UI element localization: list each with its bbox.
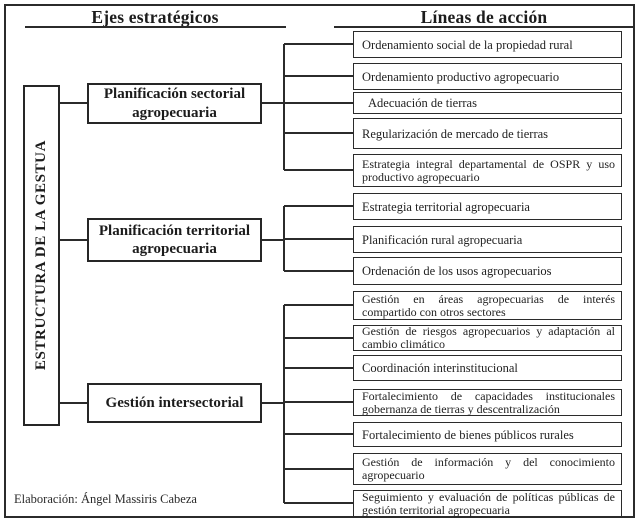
linea-label: Adecuación de tierras bbox=[368, 96, 477, 110]
column-header-lineas: Líneas de acción bbox=[420, 7, 548, 27]
linea-box: Planificación rural agropecuaria bbox=[353, 226, 622, 253]
linea-box: Gestión de riesgos agropecuarios y adapt… bbox=[353, 325, 622, 351]
linea-box: Fortalecimiento de bienes públicos rural… bbox=[353, 422, 622, 447]
linea-box: Ordenación de los usos agropecuarios bbox=[353, 257, 622, 285]
linea-label: Gestión de riesgos agropecuarios y adapt… bbox=[362, 324, 615, 351]
linea-label: Ordenamiento social de la propiedad rura… bbox=[362, 37, 573, 52]
linea-label: Gestión en áreas agropecuarias de interé… bbox=[362, 291, 615, 319]
linea-label: Gestión de información y del conocimient… bbox=[362, 455, 615, 482]
eje-box-planificacion-territorial: Planificación territorial agropecuaria bbox=[87, 218, 262, 262]
linea-box: Estrategia territorial agropecuaria bbox=[353, 193, 622, 220]
linea-box: Adecuación de tierras bbox=[353, 92, 622, 114]
column-header-ejes: Ejes estratégicos bbox=[91, 7, 219, 27]
linea-label: Coordinación interinstitucional bbox=[362, 361, 518, 375]
linea-box: Gestión de información y del conocimient… bbox=[353, 453, 622, 485]
header-underline-lineas bbox=[334, 26, 633, 28]
linea-box: Fortalecimiento de capacidades instituci… bbox=[353, 389, 622, 416]
linea-box: Seguimiento y evaluación de políticas pú… bbox=[353, 490, 622, 517]
linea-box: Coordinación interinstitucional bbox=[353, 355, 622, 381]
eje-box-planificacion-sectorial: Planificación sectorial agropecuaria bbox=[87, 83, 262, 124]
header-underline-ejes bbox=[25, 26, 286, 28]
linea-label: Fortalecimiento de capacidades instituci… bbox=[362, 388, 615, 416]
linea-label: Estrategia territorial agropecuaria bbox=[362, 199, 530, 214]
linea-box: Estrategia integral departamental de OSP… bbox=[353, 154, 622, 187]
credit-caption: Elaboración: Ángel Massiris Cabeza bbox=[14, 492, 197, 506]
eje-label: Planificación sectorial agropecuaria bbox=[103, 86, 246, 121]
linea-label: Ordenación de los usos agropecuarios bbox=[362, 264, 552, 278]
eje-label: Gestión intersectorial bbox=[105, 394, 244, 411]
eje-box-gestion-intersectorial: Gestión intersectorial bbox=[87, 383, 262, 423]
linea-label: Regularización de mercado de tierras bbox=[362, 126, 549, 141]
linea-label: Ordenamiento productivo agropecuario bbox=[362, 69, 560, 84]
root-label: ESTRUCTURA DE LA GESTUA bbox=[33, 140, 49, 371]
linea-box: Ordenamiento social de la propiedad rura… bbox=[353, 31, 622, 58]
linea-box: Ordenamiento productivo agropecuario bbox=[353, 63, 622, 90]
linea-label: Planificación rural agropecuaria bbox=[362, 232, 523, 247]
linea-box: Regularización de mercado de tierras bbox=[353, 118, 622, 149]
eje-label: Planificación territorial agropecuaria bbox=[98, 222, 251, 257]
root-box: ESTRUCTURA DE LA GESTUA bbox=[23, 85, 60, 426]
linea-label: Fortalecimiento de bienes públicos rural… bbox=[362, 427, 574, 442]
linea-label: Estrategia integral departamental de OSP… bbox=[362, 156, 615, 184]
linea-label: Seguimiento y evaluación de políticas pú… bbox=[362, 489, 615, 517]
linea-box: Gestión en áreas agropecuarias de interé… bbox=[353, 291, 622, 320]
